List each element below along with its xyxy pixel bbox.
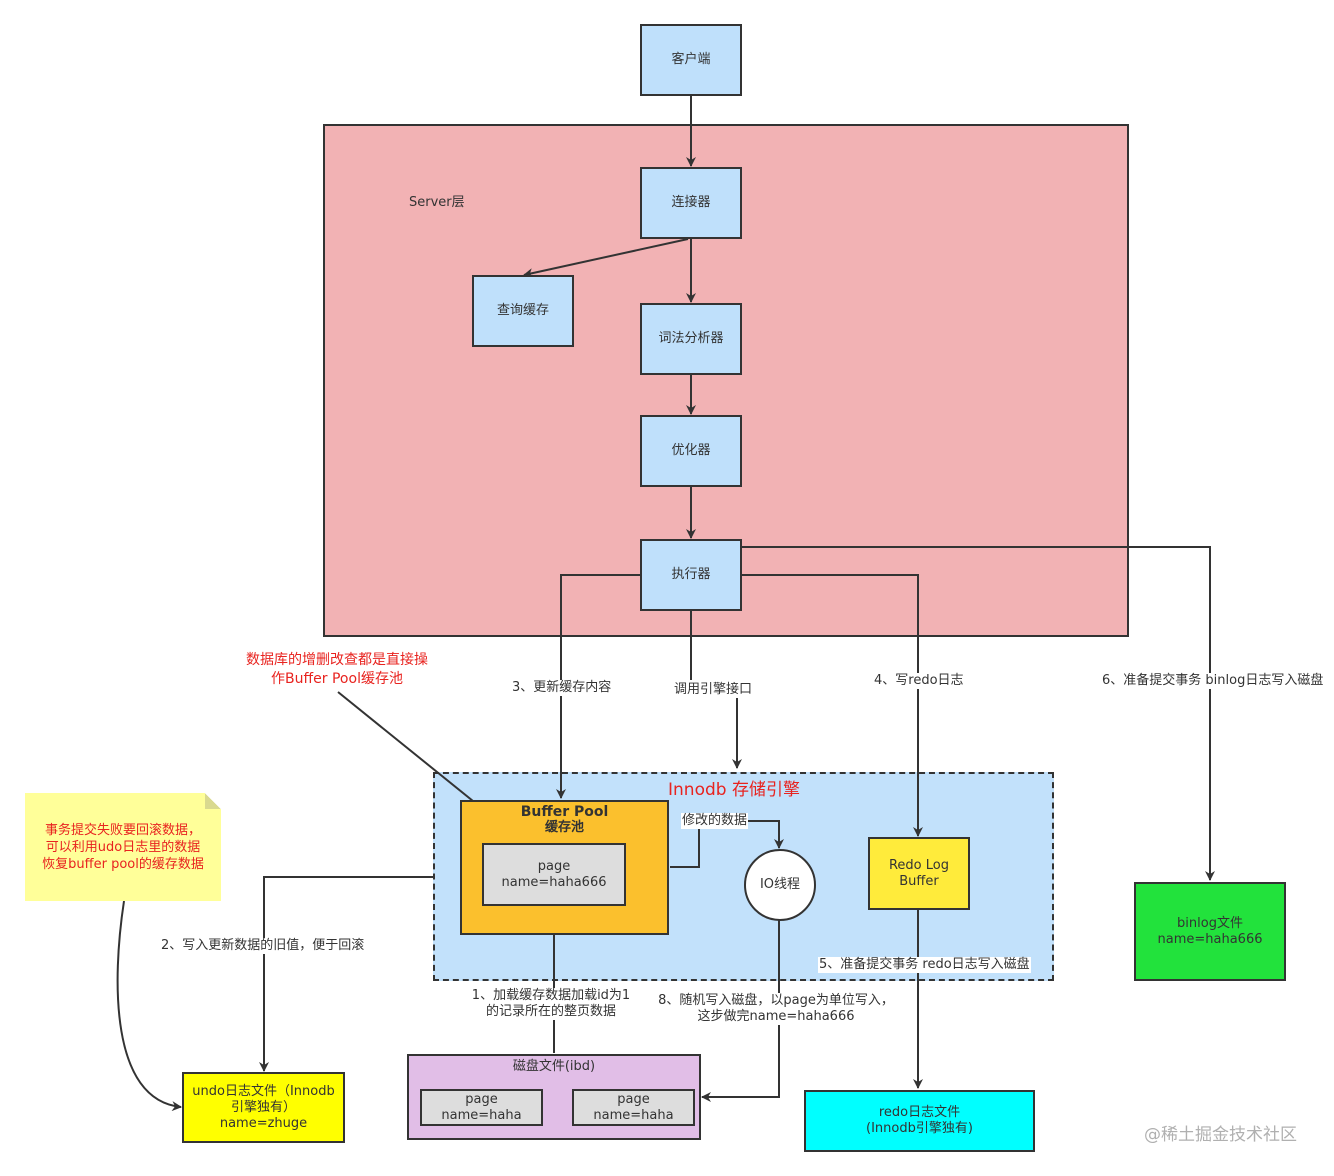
rollback-note-line2: 可以利用udo日志里的数据 [45, 839, 201, 855]
edge-crud-note [337, 691, 495, 819]
optimizer-node: 优化器 [640, 415, 742, 487]
redo-file-line1: redo日志文件 [878, 1105, 961, 1120]
redo-log-buffer-node: Redo Log Buffer [868, 837, 970, 910]
crud-annotation-line2: 作Buffer Pool缓存池 [271, 671, 403, 687]
edge-step2 [259, 876, 433, 1072]
edge-step4 [741, 574, 923, 837]
step8-line1: 8、随机写入磁盘，以page为单位写入， [658, 993, 894, 1008]
step1-line1: 1、加载缓存数据加载id为1 [471, 988, 631, 1003]
undo-line1: undo日志文件（Innodb [192, 1083, 335, 1099]
edge-rollback-note [116, 900, 182, 1112]
buffer-pool-title: Buffer Pool [520, 804, 609, 820]
edge-label-call-engine: 调用引擎接口 [673, 682, 754, 698]
io-thread-node: IO线程 [744, 849, 816, 921]
edge-label-step3: 3、更新缓存内容 [511, 680, 613, 696]
executor-node: 执行器 [640, 539, 742, 611]
disk-page1-line1: page [465, 1091, 498, 1107]
client-node: 客户端 [640, 24, 742, 96]
step1-line2: 的记录所在的整页数据 [485, 1004, 616, 1019]
edge-connector-cache [523, 238, 689, 278]
bp-page-line1: page [537, 858, 571, 874]
query-cache-node: 查询缓存 [472, 275, 574, 347]
server-layer-label: Server层 [409, 195, 465, 210]
redo-file-line2: (Innodb引擎独有) [866, 1121, 973, 1136]
undo-line2: 引擎独有） [230, 1099, 296, 1115]
edge-label-step5: 5、准备提交事务 redo日志写入磁盘 [818, 957, 1031, 973]
crud-annotation-line1: 数据库的增删改查都是直接操 [246, 652, 428, 668]
innodb-title: Innodb 存储引擎 [668, 780, 800, 800]
crud-annotation: 数据库的增删改查都是直接操 作Buffer Pool缓存池 [228, 651, 446, 689]
disk-page2-line1: page [617, 1091, 650, 1107]
edge-step3 [556, 574, 641, 799]
executor-label: 执行器 [671, 567, 711, 582]
binlog-line2: name=haha666 [1157, 931, 1263, 947]
redo-buffer-line2: Buffer [899, 873, 939, 889]
lexer-node: 词法分析器 [640, 303, 742, 375]
disk-page1-line2: name=haha [441, 1107, 522, 1123]
bp-page-line2: name=haha666 [501, 874, 607, 890]
edge-label-step8: 8、随机写入磁盘，以page为单位写入， 这步做完name=haha666 [655, 993, 897, 1025]
step8-line2: 这步做完name=haha666 [697, 1009, 855, 1024]
undo-line3: name=zhuge [219, 1115, 308, 1131]
disk-page2-line2: name=haha [593, 1107, 674, 1123]
edge-label-step4: 4、写redo日志 [873, 673, 965, 689]
edge-step6 [741, 546, 1215, 881]
watermark: @稀土掘金技术社区 [1144, 1125, 1297, 1145]
redo-log-file-node: redo日志文件 (Innodb引擎独有) [804, 1090, 1035, 1152]
edge-label-step1: 1、加载缓存数据加载id为1 的记录所在的整页数据 [466, 988, 636, 1020]
client-label: 客户端 [671, 52, 711, 67]
binlog-file-node: binlog文件 name=haha666 [1134, 882, 1286, 981]
note-fold-corner [205, 793, 221, 809]
query-cache-label: 查询缓存 [496, 303, 549, 318]
rollback-note-line1: 事务提交失败要回滚数据， [44, 822, 201, 838]
undo-log-file-node: undo日志文件（Innodb 引擎独有） name=zhuge [182, 1072, 345, 1143]
buffer-pool-page: page name=haha666 [482, 843, 626, 906]
disk-page-1: page name=haha [420, 1089, 543, 1126]
disk-file-title: 磁盘文件(ibd) [512, 1059, 596, 1074]
disk-page-2: page name=haha [572, 1089, 695, 1126]
binlog-line1: binlog文件 [1177, 915, 1243, 931]
lexer-label: 词法分析器 [658, 331, 724, 346]
edge-step8 [701, 920, 780, 1102]
buffer-pool-subtitle: 缓存池 [544, 820, 584, 835]
rollback-note: 事务提交失败要回滚数据， 可以利用udo日志里的数据 恢复buffer pool… [25, 793, 221, 901]
connector-label: 连接器 [671, 195, 711, 210]
edge-label-modified-data: 修改的数据 [681, 813, 749, 829]
io-thread-label: IO线程 [759, 877, 801, 892]
edge-label-step2: 2、写入更新数据的旧值，便于回滚 [160, 938, 366, 954]
connector-node: 连接器 [640, 167, 742, 239]
redo-buffer-line1: Redo Log [888, 857, 949, 873]
rollback-note-line3: 恢复buffer pool的缓存数据 [42, 856, 204, 872]
edge-label-step6: 6、准备提交事务 binlog日志写入磁盘 [1101, 673, 1325, 689]
optimizer-label: 优化器 [671, 443, 711, 458]
